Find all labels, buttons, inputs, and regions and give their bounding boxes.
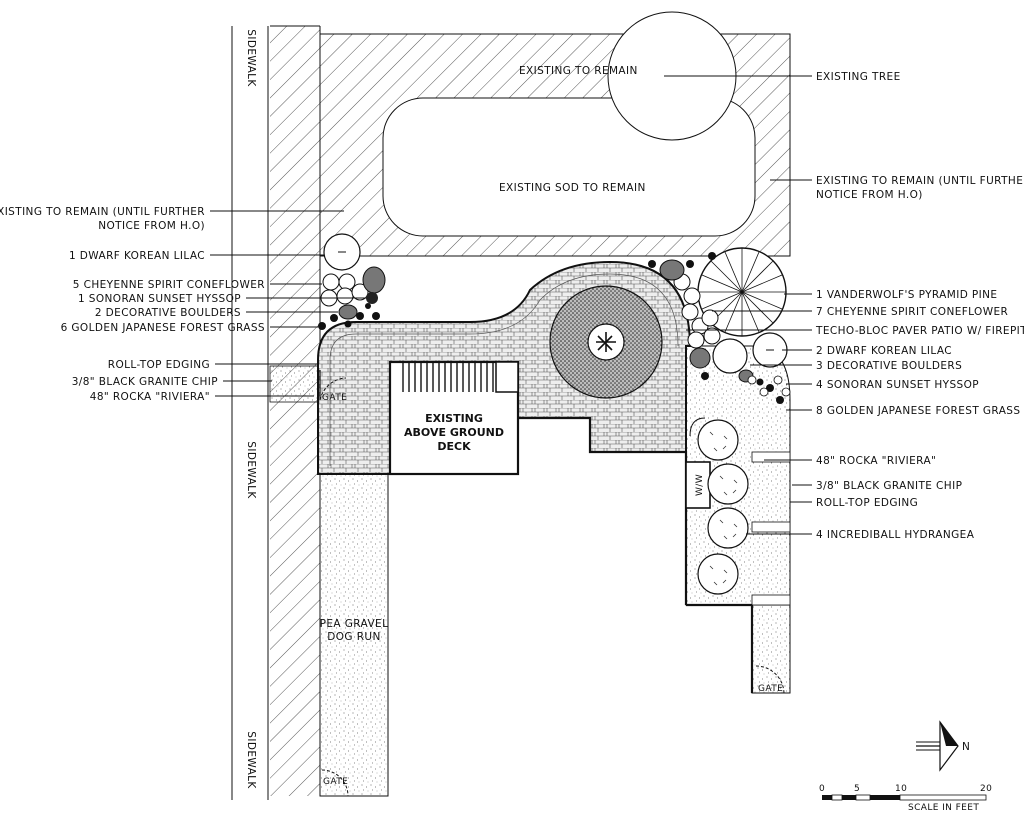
label-right-hyssop: 4 SONORAN SUNSET HYSSOP: [816, 379, 979, 391]
label-right-lilac: 2 DWARF KOREAN LILAC: [816, 345, 952, 357]
deck-label-1: EXISTING: [425, 412, 483, 425]
scale-tick-10: 10: [895, 784, 907, 794]
label-right-rocka: 48" ROCKA "RIVIERA": [816, 455, 936, 467]
label-left-grass: 6 GOLDEN JAPANESE FOREST GRASS: [61, 322, 265, 334]
label-right-edging: ROLL-TOP EDGING: [816, 497, 918, 509]
existing-remain-right-2: NOTICE FROM H.O): [816, 189, 923, 201]
window-well: W/W: [685, 461, 711, 509]
gate-bottom-label: GATE: [323, 777, 348, 787]
sidewalk: [231, 26, 269, 800]
existing-remain-left-2: NOTICE FROM H.O): [98, 220, 205, 232]
label-left-chip: 3/8" BLACK GRANITE CHIP: [72, 376, 218, 388]
gate-right: GATE: [755, 665, 785, 695]
dog-run-label-2: DOG RUN: [327, 631, 380, 643]
label-left-boulders: 2 DECORATIVE BOULDERS: [95, 307, 241, 319]
gate-left-label: GATE: [322, 393, 347, 403]
rocka-walls-right: [751, 451, 791, 606]
label-existing-tree: EXISTING TREE: [816, 71, 901, 83]
dog-run-label-1: PEA GRAVEL: [320, 618, 389, 630]
existing-deck: EXISTING ABOVE GROUND DECK: [388, 360, 520, 476]
label-right-pine: 1 VANDERWOLF'S PYRAMID PINE: [816, 289, 997, 301]
sidewalk-label-top: SIDEWALK: [245, 29, 257, 87]
north-arrow: N: [916, 720, 970, 772]
gate-bottom: GATE: [321, 769, 349, 797]
ww-label: W/W: [695, 474, 705, 496]
sidewalk-label-middle: SIDEWALK: [245, 441, 257, 499]
label-left-hyssop: 1 SONORAN SUNSET HYSSOP: [78, 293, 241, 305]
label-right-coneflower: 7 CHEYENNE SPIRIT CONEFLOWER: [816, 306, 1008, 318]
leader-lines: [210, 75, 812, 535]
scale-tick-20: 20: [980, 784, 992, 794]
gate-right-label: GATE: [758, 684, 783, 694]
existing-sod-label: EXISTING SOD TO REMAIN: [499, 182, 646, 194]
left-gravel-strip: [269, 365, 321, 403]
deck-label-3: DECK: [437, 440, 471, 453]
gate-left: GATE: [319, 370, 347, 403]
pyramid-pine: [697, 247, 787, 337]
label-right-boulders: 3 DECORATIVE BOULDERS: [816, 360, 962, 372]
right-plantings: [648, 247, 791, 404]
deck-label-2: ABOVE GROUND: [404, 426, 504, 439]
label-left-rocka: 48" ROCKA "RIVIERA": [90, 391, 210, 403]
label-right-grass: 8 GOLDEN JAPANESE FOREST GRASS: [816, 405, 1020, 417]
label-right-patio: TECHO-BLOC PAVER PATIO W/ FIREPIT: [815, 325, 1024, 337]
scale-tick-0: 0: [819, 784, 825, 794]
firepit: [549, 285, 663, 399]
left-plantings: [318, 233, 386, 330]
north-label: N: [962, 741, 970, 753]
label-left-edging: ROLL-TOP EDGING: [108, 359, 210, 371]
label-right-hydrangea: 4 INCREDIBALL HYDRANGEA: [816, 529, 975, 541]
scale-unit-label: SCALE IN FEET: [908, 803, 979, 813]
existing-to-remain-top-label: EXISTING TO REMAIN: [519, 65, 638, 77]
label-right-chip: 3/8" BLACK GRANITE CHIP: [816, 480, 962, 492]
sidewalk-label-bottom: SIDEWALK: [245, 731, 257, 789]
dog-run-area: [319, 473, 389, 797]
label-left-coneflower: 5 CHEYENNE SPIRIT CONEFLOWER: [73, 279, 265, 291]
scale-tick-5: 5: [854, 784, 860, 794]
existing-remain-right-1: EXISTING TO REMAIN (UNTIL FURTHER: [816, 175, 1024, 187]
hydrangeas: [697, 419, 749, 595]
scale-bar: 0 5 10 20 SCALE IN FEET: [819, 784, 992, 813]
existing-remain-left-1: EXISTING TO REMAIN (UNTIL FURTHER: [0, 206, 205, 218]
label-left-lilac: 1 DWARF KOREAN LILAC: [69, 250, 205, 262]
